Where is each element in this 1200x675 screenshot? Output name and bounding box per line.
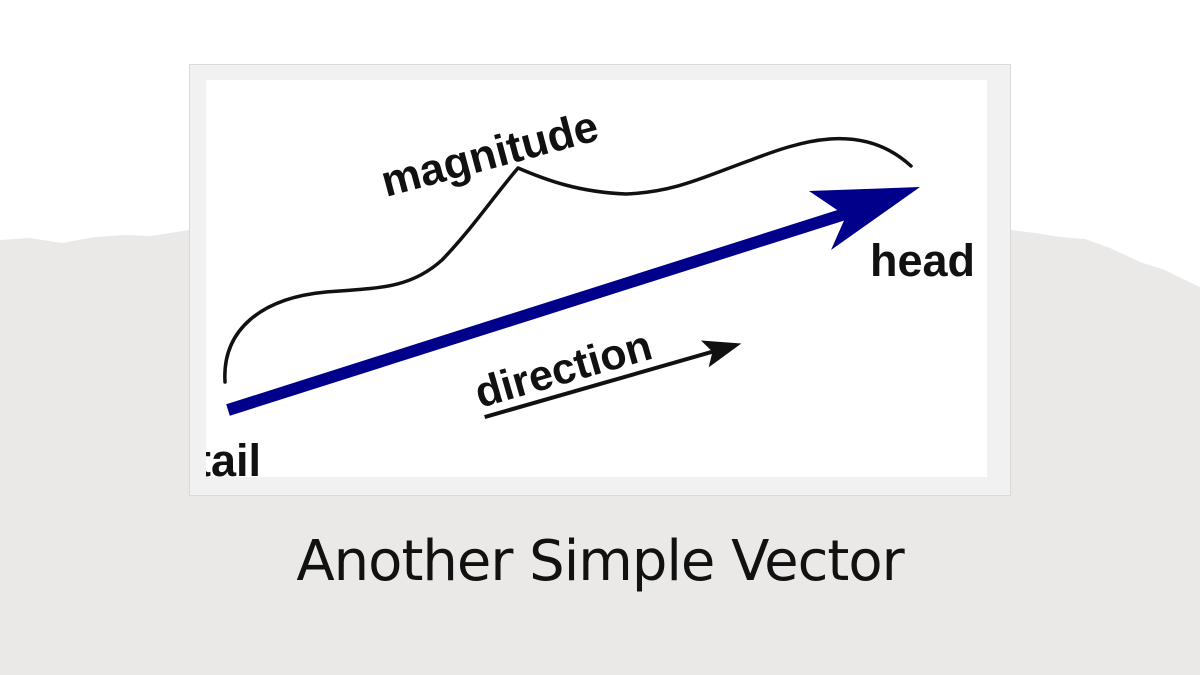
direction-underline bbox=[484, 348, 718, 419]
slide-caption: Another Simple Vector bbox=[296, 529, 904, 594]
magnitude-brace bbox=[223, 136, 913, 384]
tail-label: tail bbox=[206, 435, 261, 477]
vector-shaft bbox=[226, 207, 850, 416]
vector-diagram: magnitude head tail direction bbox=[206, 102, 975, 477]
vector-figure-frame: magnitude head tail direction bbox=[189, 64, 1011, 496]
direction-label: direction bbox=[470, 321, 658, 417]
vector-arrowhead bbox=[809, 187, 920, 250]
vector-figure: magnitude head tail direction bbox=[206, 80, 987, 477]
magnitude-label: magnitude bbox=[376, 102, 604, 207]
head-label: head bbox=[870, 235, 975, 286]
direction-arrow-icon bbox=[700, 340, 742, 368]
